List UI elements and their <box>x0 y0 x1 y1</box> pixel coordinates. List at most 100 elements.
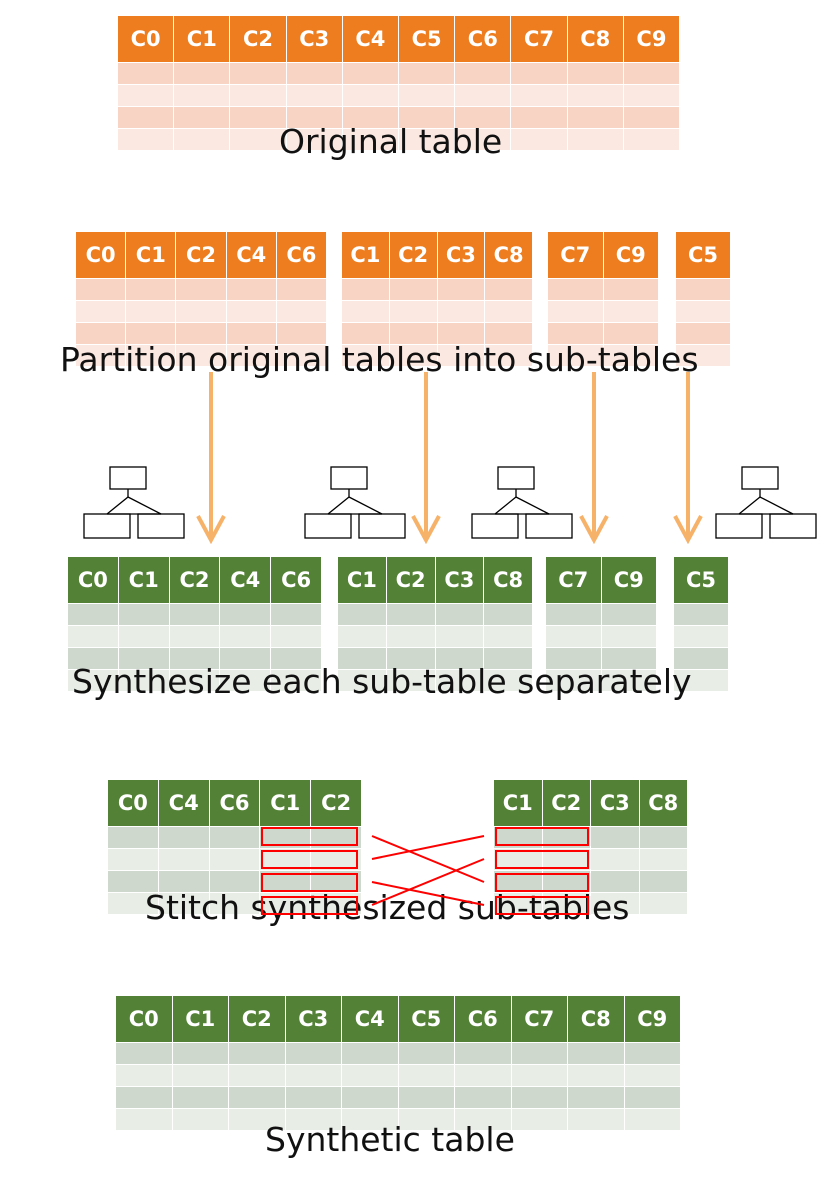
table-cell <box>219 648 270 669</box>
table-row <box>118 62 679 84</box>
column-header: C7 <box>558 568 589 592</box>
table-cell <box>259 893 310 914</box>
stage-caption: Original table <box>279 122 503 161</box>
table-cell <box>228 1087 285 1108</box>
table-cell <box>76 279 125 300</box>
table-cell <box>171 1109 229 1130</box>
table-cell <box>600 648 657 669</box>
column-header: C2 <box>385 557 435 603</box>
column-header: C6 <box>270 557 321 603</box>
table-cell <box>284 1065 342 1086</box>
table-cell <box>541 849 591 870</box>
table-cell <box>676 279 730 300</box>
table-row <box>546 647 656 669</box>
table-header: C5 <box>674 557 728 603</box>
table-cell <box>171 1043 229 1064</box>
table-cell <box>483 604 532 625</box>
table-cell <box>117 670 169 691</box>
table-cell <box>341 1109 398 1130</box>
table-cell <box>510 107 566 128</box>
table-cell <box>171 1087 229 1108</box>
table-cell <box>229 63 285 84</box>
table-row <box>68 603 321 625</box>
table-row <box>546 603 656 625</box>
column-header: C6 <box>454 996 511 1042</box>
table-cell <box>385 670 435 691</box>
table-row <box>118 106 679 128</box>
original-table: C5 <box>676 232 730 366</box>
table-cell <box>567 1087 624 1108</box>
table-cell <box>225 301 276 322</box>
table-cell <box>275 279 326 300</box>
table-cell <box>338 604 386 625</box>
table-cell <box>548 279 603 300</box>
column-header: C5 <box>687 243 719 267</box>
column-header: C4 <box>219 557 270 603</box>
table-cell <box>510 1087 568 1108</box>
table-cell <box>388 279 437 300</box>
table-cell <box>566 63 623 84</box>
table-cell <box>341 85 398 106</box>
table-cell <box>270 670 321 691</box>
table-row <box>338 669 532 691</box>
table-cell <box>116 1109 172 1130</box>
table-cell <box>225 279 276 300</box>
column-header: C4 <box>341 16 398 62</box>
table-row <box>116 1108 680 1130</box>
table-cell <box>436 323 485 344</box>
table-cell <box>567 1065 624 1086</box>
table-cell <box>388 301 437 322</box>
table-cell <box>590 871 639 892</box>
table-cell <box>434 670 484 691</box>
table-row <box>118 128 679 150</box>
table-row <box>68 647 321 669</box>
table-cell <box>510 1109 568 1130</box>
table-row <box>116 1086 680 1108</box>
table-row <box>676 322 730 344</box>
table-cell <box>484 279 532 300</box>
table-cell <box>546 604 601 625</box>
table-row <box>494 826 687 848</box>
column-header: C2 <box>310 780 361 826</box>
stage-caption: Partition original tables into sub-table… <box>60 340 699 379</box>
column-header: C9 <box>602 232 659 278</box>
table-cell <box>398 129 454 150</box>
table-cell <box>125 301 175 322</box>
table-cell <box>229 107 285 128</box>
table-cell <box>454 1043 511 1064</box>
table-cell <box>117 626 169 647</box>
column-header: C2 <box>175 232 225 278</box>
table-cell <box>284 1087 342 1108</box>
table-cell <box>397 1065 455 1086</box>
table-row <box>548 344 658 366</box>
table-cell <box>229 129 285 150</box>
table-cell <box>341 63 398 84</box>
column-header: C3 <box>590 780 639 826</box>
table-row <box>494 848 687 870</box>
table-cell <box>483 648 532 669</box>
table-cell <box>157 827 209 848</box>
column-header: C9 <box>622 16 679 62</box>
table-cell <box>342 301 389 322</box>
table-cell <box>228 1043 285 1064</box>
table-cell <box>622 85 679 106</box>
table-cell <box>436 345 485 366</box>
table-cell <box>676 301 730 322</box>
table-cell <box>208 827 260 848</box>
table-cell <box>168 626 220 647</box>
stage-caption: Synthetic table <box>265 1120 515 1159</box>
table-cell <box>510 85 566 106</box>
table-cell <box>108 827 158 848</box>
table-cell <box>454 1065 511 1086</box>
table-cell <box>602 323 659 344</box>
table-cell <box>388 345 437 366</box>
table-cell <box>397 1109 455 1130</box>
table-cell <box>623 1043 681 1064</box>
table-row <box>338 625 532 647</box>
table-row <box>676 344 730 366</box>
